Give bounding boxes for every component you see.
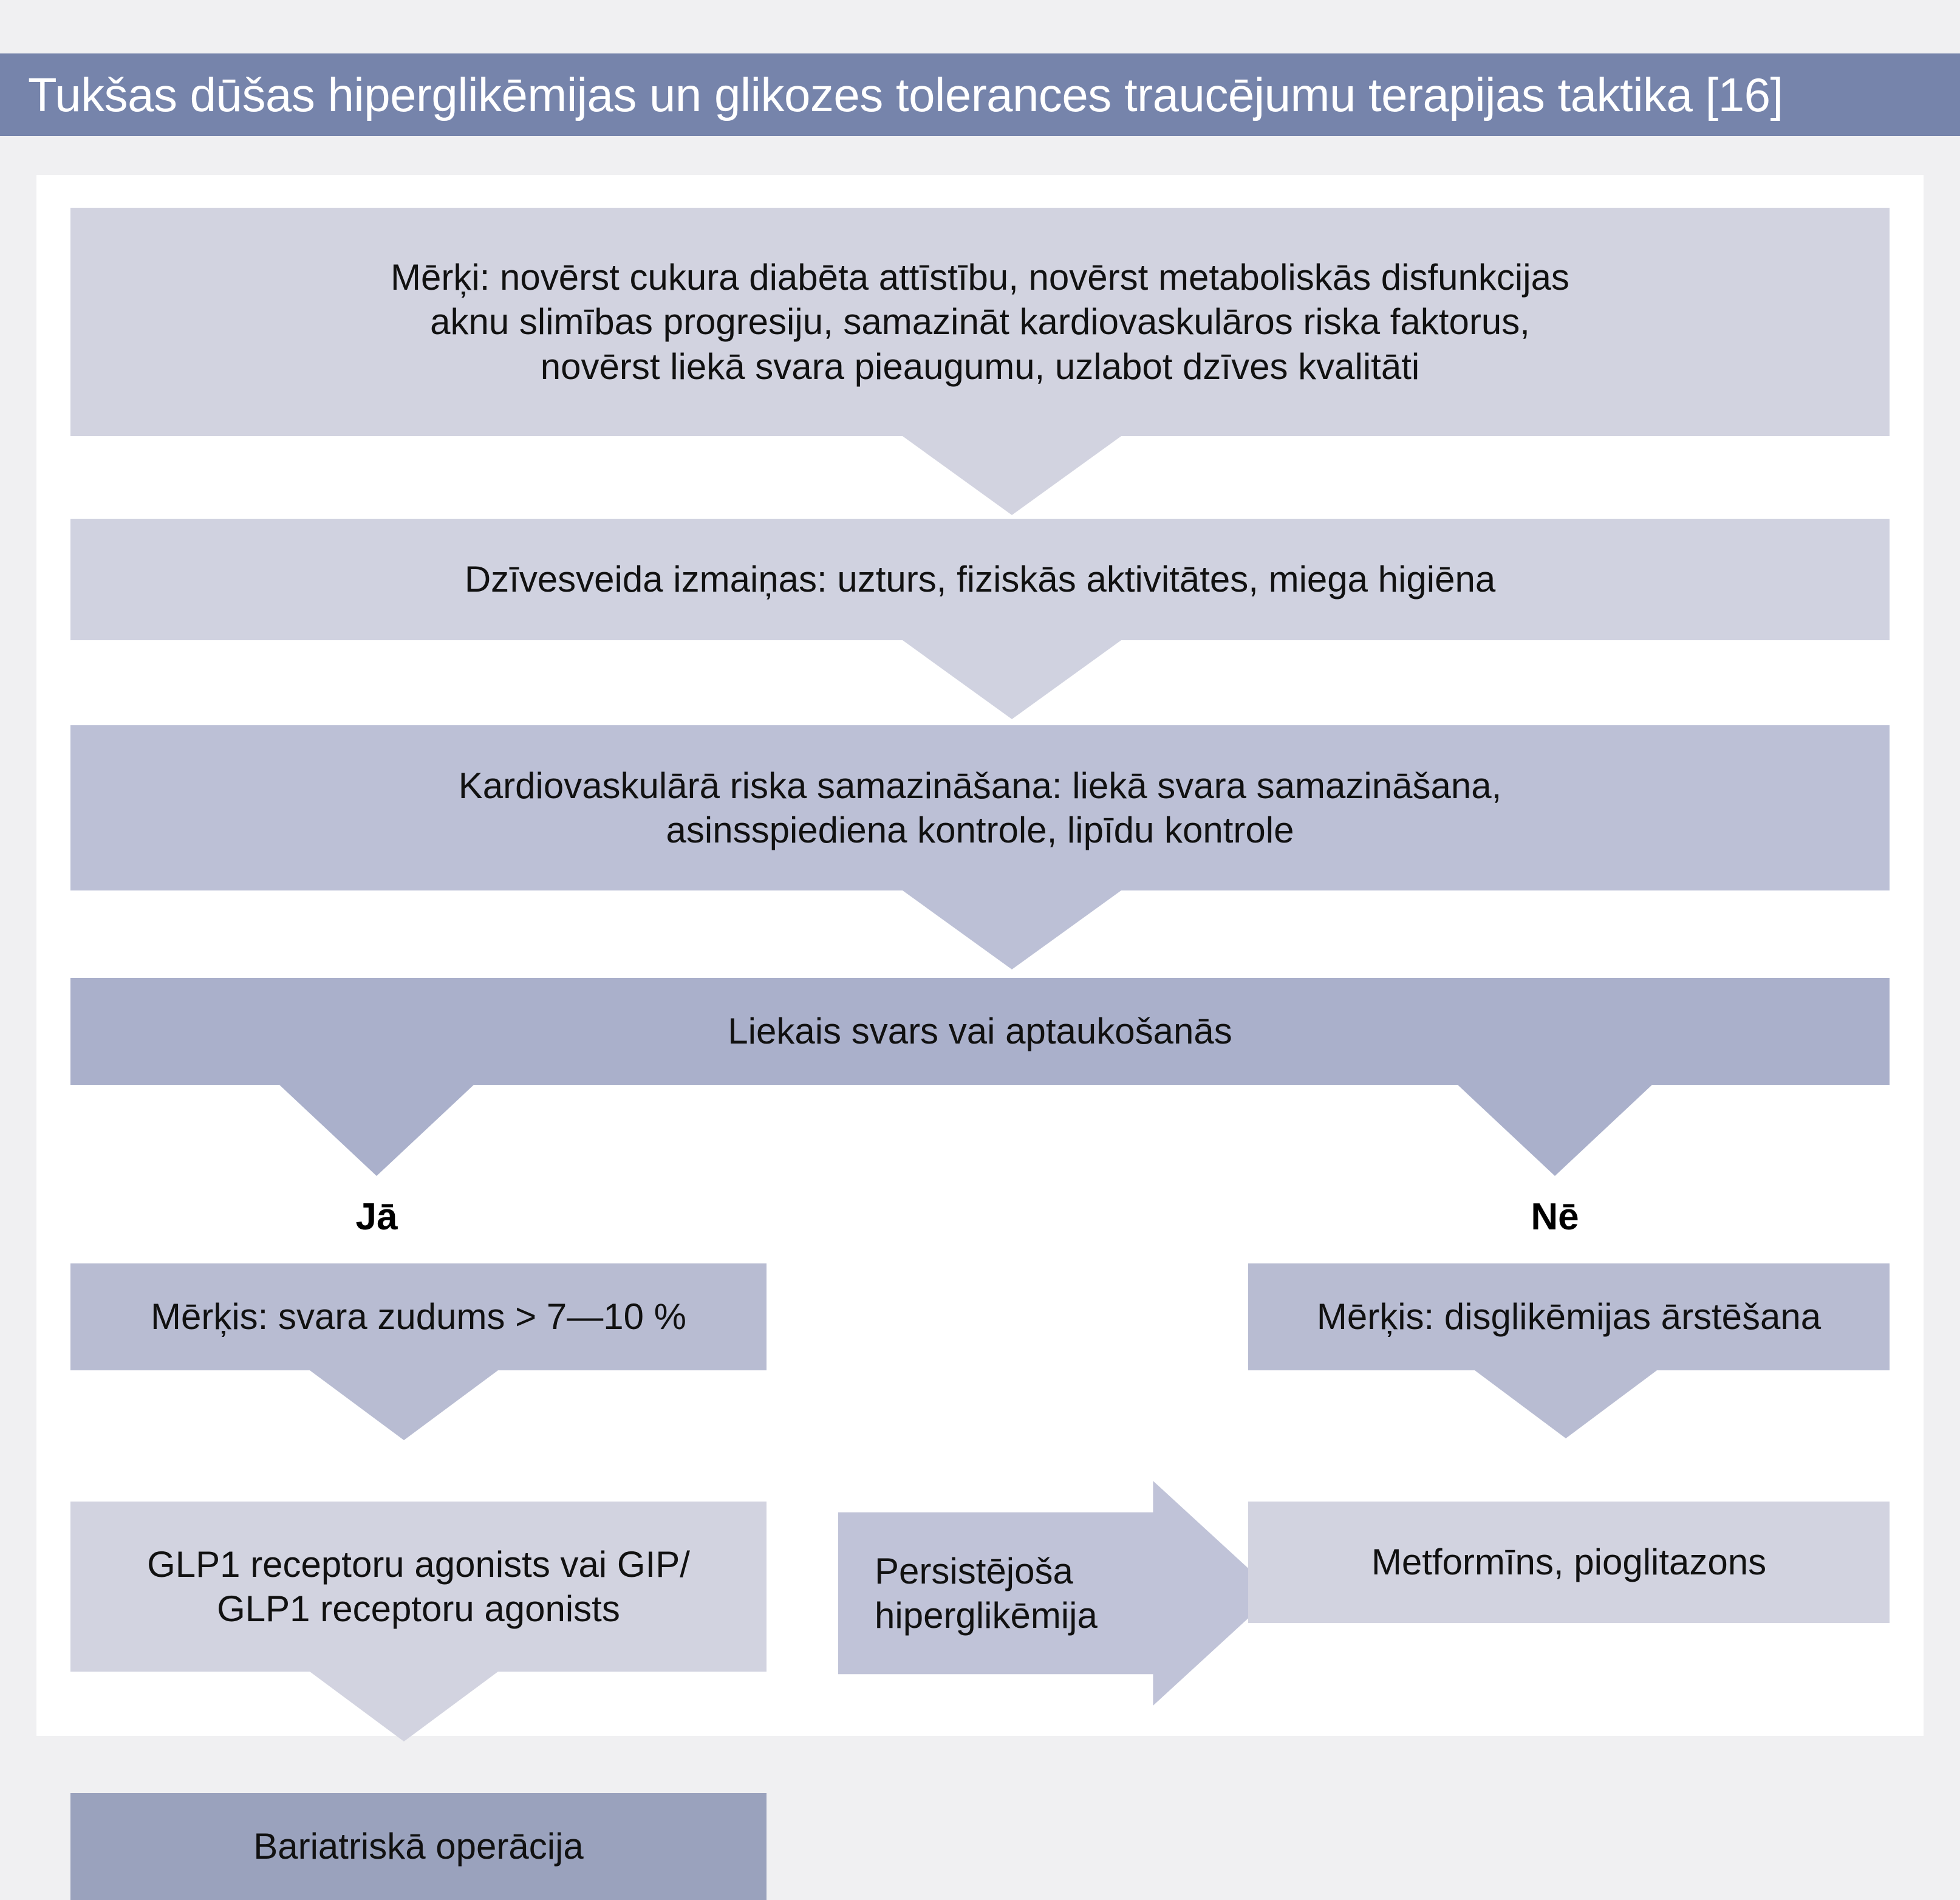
node-goals: Mērķi: novērst cukura diabēta attīstību,… xyxy=(70,208,1890,436)
node-bariatric-surgery: Bariatriskā operācija xyxy=(70,1793,767,1900)
arrow-cardio-to-decision xyxy=(903,890,1121,969)
node-lifestyle: Dzīvesveida izmaiņas: uzturs, fiziskās a… xyxy=(70,519,1890,640)
figure-title-bar: Tukšas dūšas hiperglikēmijas un glikozes… xyxy=(0,53,1960,136)
node-no-drugs: Metformīns, pioglitazons xyxy=(1248,1502,1890,1623)
node-yes-goal-text: Mērķis: svara zudums > 7—10 % xyxy=(151,1296,686,1338)
arrow-yes-therapy-to-surgery xyxy=(310,1672,498,1741)
node-yes-therapy: GLP1 receptoru agonists vai GIP/ GLP1 re… xyxy=(70,1502,767,1672)
node-decision-overweight: Liekais svars vai aptaukošanās xyxy=(70,978,1890,1085)
node-goals-line3: novērst liekā svara pieaugumu, uzlabot d… xyxy=(540,346,1420,387)
bridge-line2: hiperglikēmija xyxy=(875,1595,1098,1636)
arrow-persistent-hyperglycaemia: Persistējoša hiperglikēmija xyxy=(838,1481,1275,1706)
node-bariatric-surgery-text: Bariatriskā operācija xyxy=(253,1826,584,1867)
arrow-no-goal-to-drugs xyxy=(1475,1370,1657,1438)
node-yes-therapy-line1: GLP1 receptoru agonists vai GIP/ xyxy=(147,1543,690,1585)
node-cardiovascular-risk: Kardiovaskulārā riska samazināšana: liek… xyxy=(70,725,1890,890)
arrow-yes-goal-to-therapy xyxy=(310,1370,498,1440)
node-goals-line2: aknu slimības progresiju, samazināt kard… xyxy=(430,301,1530,343)
node-goals-line1: Mērķi: novērst cukura diabēta attīstību,… xyxy=(391,257,1569,298)
node-no-goal: Mērķis: disglikēmijas ārstēšana xyxy=(1248,1263,1890,1370)
flowchart-canvas: Mērķi: novērst cukura diabēta attīstību,… xyxy=(36,175,1924,1900)
arrow-decision-no xyxy=(1458,1085,1652,1176)
bridge-line1: Persistējoša xyxy=(875,1550,1073,1591)
figure-root: Tukšas dūšas hiperglikēmijas un glikozes… xyxy=(0,53,1960,1900)
node-lifestyle-text: Dzīvesveida izmaiņas: uzturs, fiziskās a… xyxy=(464,559,1496,600)
node-decision-text: Liekais svars vai aptaukošanās xyxy=(728,1011,1232,1052)
arrow-lifestyle-to-cardio xyxy=(903,640,1121,719)
figure-title: Tukšas dūšas hiperglikēmijas un glikozes… xyxy=(28,67,1783,121)
arrow-decision-yes xyxy=(279,1085,474,1176)
arrow-goals-to-lifestyle xyxy=(903,436,1121,515)
branch-label-yes: Jā xyxy=(355,1196,398,1238)
node-cardio-line2: asinsspiediena kontrole, lipīdu kontrole xyxy=(666,810,1294,850)
node-cardio-line1: Kardiovaskulārā riska samazināšana: liek… xyxy=(458,765,1502,806)
node-yes-therapy-line2: GLP1 receptoru agonists xyxy=(217,1588,620,1629)
branch-label-no: Nē xyxy=(1531,1196,1579,1238)
node-no-drugs-text: Metformīns, pioglitazons xyxy=(1371,1542,1767,1583)
node-no-goal-text: Mērķis: disglikēmijas ārstēšana xyxy=(1316,1296,1822,1338)
node-yes-goal: Mērķis: svara zudums > 7—10 % xyxy=(70,1263,767,1370)
